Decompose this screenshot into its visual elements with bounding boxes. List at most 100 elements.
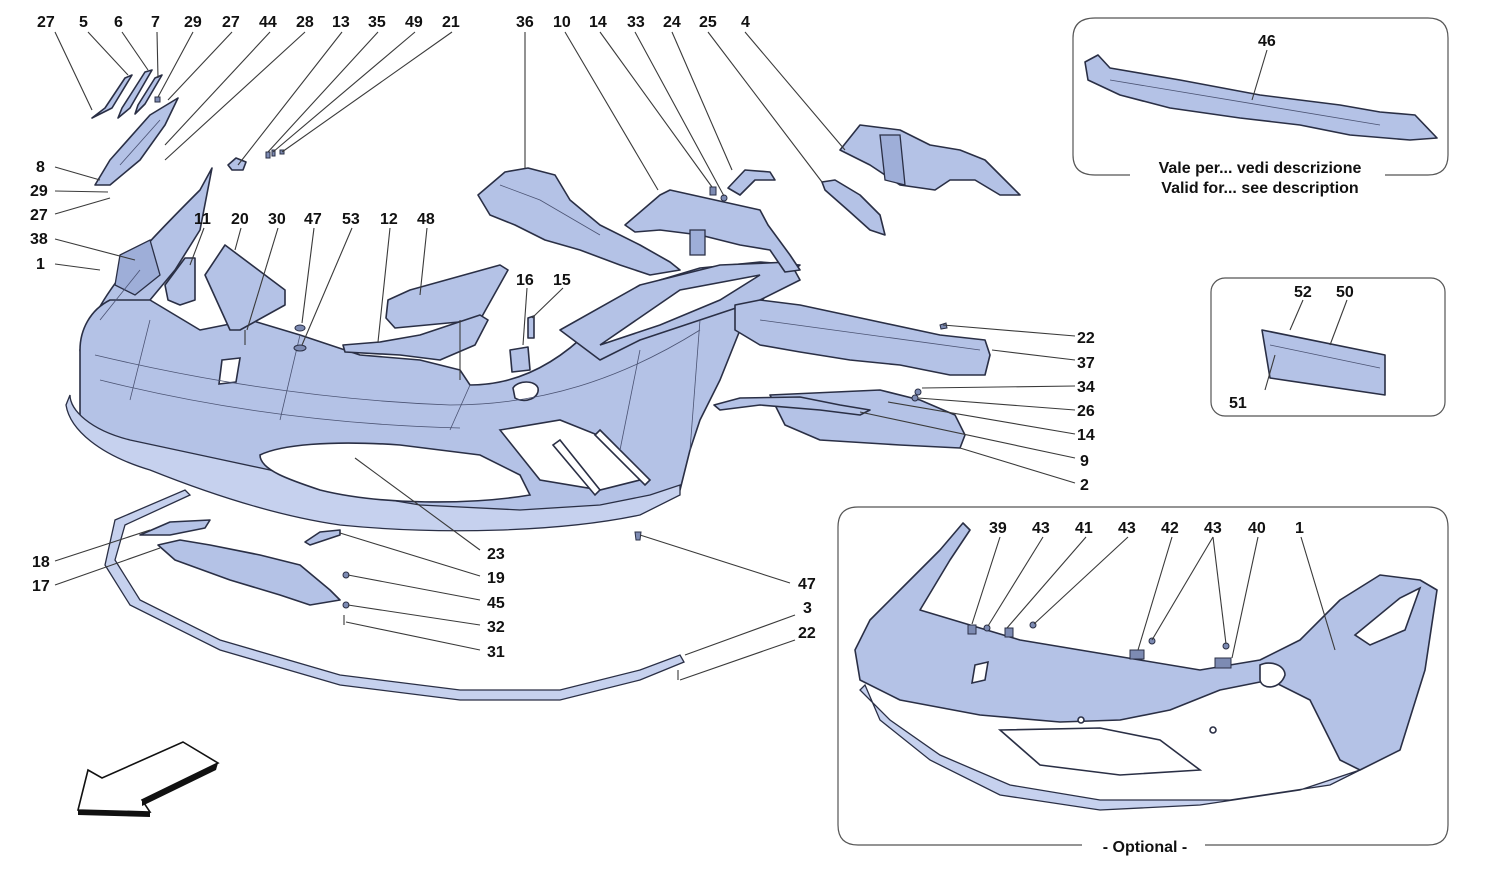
callouts-lower-left: 18 17	[32, 554, 50, 595]
bracket-8[interactable]	[94, 97, 179, 186]
inset-part-46[interactable]: 46 Vale per... vedi descrizione Valid fo…	[1072, 17, 1449, 197]
trim-strip-9[interactable]	[713, 396, 871, 416]
bracket-19[interactable]	[304, 529, 341, 546]
undertray-17[interactable]	[157, 539, 341, 606]
callout: 26	[1077, 403, 1095, 420]
callout: 50	[1336, 284, 1354, 301]
callout: 1	[1295, 520, 1304, 537]
callout: 37	[1077, 355, 1095, 372]
callouts-left: 8 29 27 38 1	[30, 159, 48, 273]
callout: 14	[589, 14, 607, 31]
inset-caption-english: Valid for... see description	[1161, 180, 1358, 197]
trim-strips-5-6-7[interactable]	[91, 69, 163, 119]
callouts-top-left: 27 5 6 7 29 27 44 28 13 35 49 21	[37, 14, 460, 31]
callout: 13	[332, 14, 350, 31]
bracket-12[interactable]	[342, 314, 489, 361]
callout: 53	[342, 211, 360, 228]
spoiler-lip-3[interactable]	[104, 489, 685, 701]
callout: 43	[1032, 520, 1050, 537]
callout: 27	[37, 14, 55, 31]
crossmember-10[interactable]	[624, 189, 801, 273]
callout: 12	[380, 211, 398, 228]
callouts-upper-middle: 11 20 30 47 53 12 48 16 15	[194, 211, 571, 289]
optional-caption: - Optional -	[1103, 839, 1187, 856]
callout: 39	[989, 520, 1007, 537]
callouts-lower-right: 47 3 22	[798, 576, 816, 642]
bracket-24[interactable]	[727, 169, 776, 196]
bracket-25[interactable]	[821, 179, 886, 236]
callout: 18	[32, 554, 50, 571]
screw-22-upper[interactable]	[939, 322, 948, 330]
callout: 47	[798, 576, 816, 593]
callout: 47	[304, 211, 322, 228]
callout: 22	[1077, 330, 1095, 347]
callout: 49	[405, 14, 423, 31]
callout: 25	[699, 14, 717, 31]
deflector-48[interactable]	[385, 264, 509, 329]
callout: 44	[259, 14, 277, 31]
callouts-top-center: 36 10 14 33 24 25 4	[516, 14, 750, 31]
callout: 45	[487, 595, 505, 612]
air-duct-36[interactable]	[477, 167, 681, 276]
callout: 32	[487, 619, 505, 636]
callout: 34	[1077, 379, 1095, 396]
clip-14[interactable]	[709, 186, 717, 196]
callout: 29	[184, 14, 202, 31]
callout: 3	[803, 600, 812, 617]
callout: 38	[30, 231, 48, 248]
fasteners-45-32-31[interactable]	[342, 571, 350, 625]
callout: 24	[663, 14, 681, 31]
callout: 41	[1075, 520, 1093, 537]
callout: 46	[1258, 33, 1276, 50]
callout: 43	[1204, 520, 1222, 537]
callout: 4	[741, 14, 750, 31]
front-direction-arrow	[76, 741, 220, 817]
front-bumper-main[interactable]	[65, 167, 801, 532]
callout: 28	[296, 14, 314, 31]
callout: 30	[268, 211, 286, 228]
callout: 17	[32, 578, 50, 595]
duct-20[interactable]	[204, 244, 286, 331]
callout: 52	[1294, 284, 1312, 301]
clip-15[interactable]	[527, 315, 535, 339]
inset-license-plate[interactable]: 52 50 51	[1210, 277, 1446, 417]
callout: 27	[222, 14, 240, 31]
clip-34[interactable]	[914, 388, 922, 396]
clips-13-35-49-21[interactable]	[227, 149, 285, 171]
callout: 48	[417, 211, 435, 228]
screw-47-lower[interactable]	[634, 531, 642, 541]
callouts-lower-center: 23 19 45 32 31	[487, 546, 505, 661]
callout: 1	[36, 256, 45, 273]
callouts-right-column: 22 37 34 26 14 9 2	[1077, 330, 1095, 494]
callout: 43	[1118, 520, 1136, 537]
bracket-18[interactable]	[139, 519, 211, 536]
callout: 21	[442, 14, 460, 31]
screws-30-47-53[interactable]	[244, 324, 307, 352]
callout: 19	[487, 570, 505, 587]
callout: 16	[516, 272, 534, 289]
callout: 10	[553, 14, 571, 31]
callout: 20	[231, 211, 249, 228]
callout: 40	[1248, 520, 1266, 537]
callout: 8	[36, 159, 45, 176]
leader-lines	[54, 31, 1076, 681]
inset-optional-bumper[interactable]: 39 43 41 43 42 43 40 1 - Optional -	[837, 506, 1449, 856]
nut-26[interactable]	[911, 394, 919, 402]
callout: 7	[151, 14, 160, 31]
bracket-11[interactable]	[164, 257, 196, 306]
callout: 23	[487, 546, 505, 563]
cover-16[interactable]	[509, 346, 531, 373]
beam-37[interactable]	[734, 299, 991, 376]
callout: 2	[1080, 477, 1089, 494]
callout: 15	[553, 272, 571, 289]
callout: 31	[487, 644, 505, 661]
callout: 27	[30, 207, 48, 224]
callout: 33	[627, 14, 645, 31]
support-4[interactable]	[839, 124, 1021, 196]
callout: 35	[368, 14, 386, 31]
callout: 29	[30, 183, 48, 200]
callout: 6	[114, 14, 123, 31]
callout: 14	[1077, 427, 1095, 444]
callout: 42	[1161, 520, 1179, 537]
